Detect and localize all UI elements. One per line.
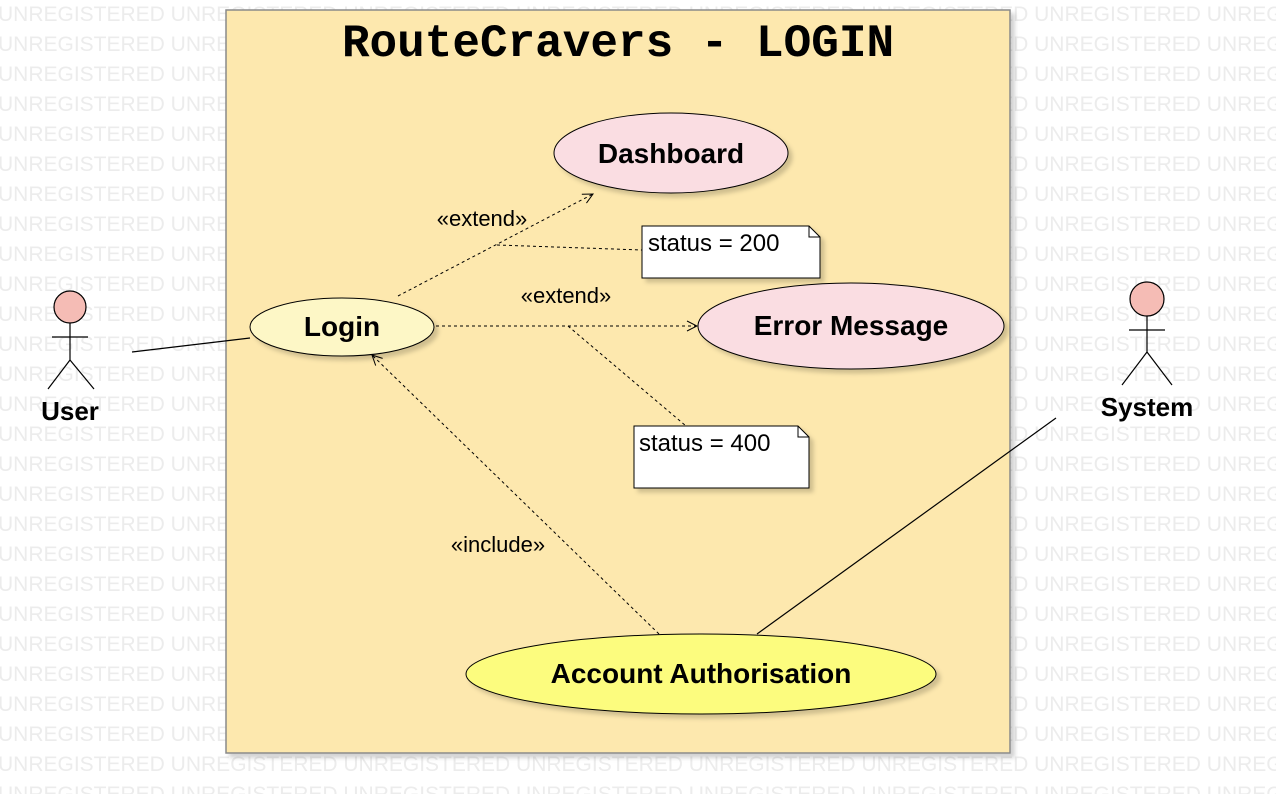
extend-dashboard-label: «extend» — [437, 206, 528, 231]
system-stick-figure-icon — [1121, 281, 1173, 386]
use-case-account-authorisation[interactable]: Account Authorisation — [465, 633, 937, 715]
login-label: Login — [304, 311, 380, 342]
connectors — [131, 194, 1057, 635]
include-login-connector[interactable] — [372, 355, 660, 635]
extend-error-label: «extend» — [521, 283, 612, 308]
note-400-anchor — [567, 325, 687, 427]
dashboard-label: Dashboard — [598, 138, 744, 169]
note-status-200-text: status = 200 — [648, 230, 779, 257]
note-status-400-text: status = 400 — [639, 430, 770, 457]
use-case-error-message[interactable]: Error Message — [697, 282, 1005, 370]
system-auth-association[interactable] — [756, 417, 1057, 635]
include-label: «include» — [451, 532, 545, 557]
actor-system[interactable]: System — [1101, 281, 1194, 422]
account-authorisation-label: Account Authorisation — [551, 658, 852, 689]
user-actor-label: User — [41, 396, 99, 426]
extend-dashboard-connector[interactable] — [397, 194, 593, 297]
user-login-association[interactable] — [131, 337, 251, 353]
use-case-login[interactable]: Login — [249, 297, 435, 357]
error-message-label: Error Message — [754, 310, 949, 341]
diagram-title: RouteCravers - LOGIN — [342, 18, 894, 70]
system-actor-label: System — [1101, 392, 1194, 422]
watermark-row: UNREGISTERED UNREGISTERED UNREGISTERED U… — [0, 753, 1276, 776]
user-stick-figure-icon — [47, 290, 95, 390]
watermark-row: UNREGISTERED UNREGISTERED UNREGISTERED U… — [0, 780, 1276, 794]
note-status-200[interactable]: status = 200 — [641, 225, 821, 279]
note-status-400[interactable]: status = 400 — [633, 425, 810, 489]
actor-user[interactable]: User — [41, 290, 99, 426]
note-200-anchor — [496, 244, 643, 251]
use-case-dashboard[interactable]: Dashboard — [553, 112, 789, 194]
